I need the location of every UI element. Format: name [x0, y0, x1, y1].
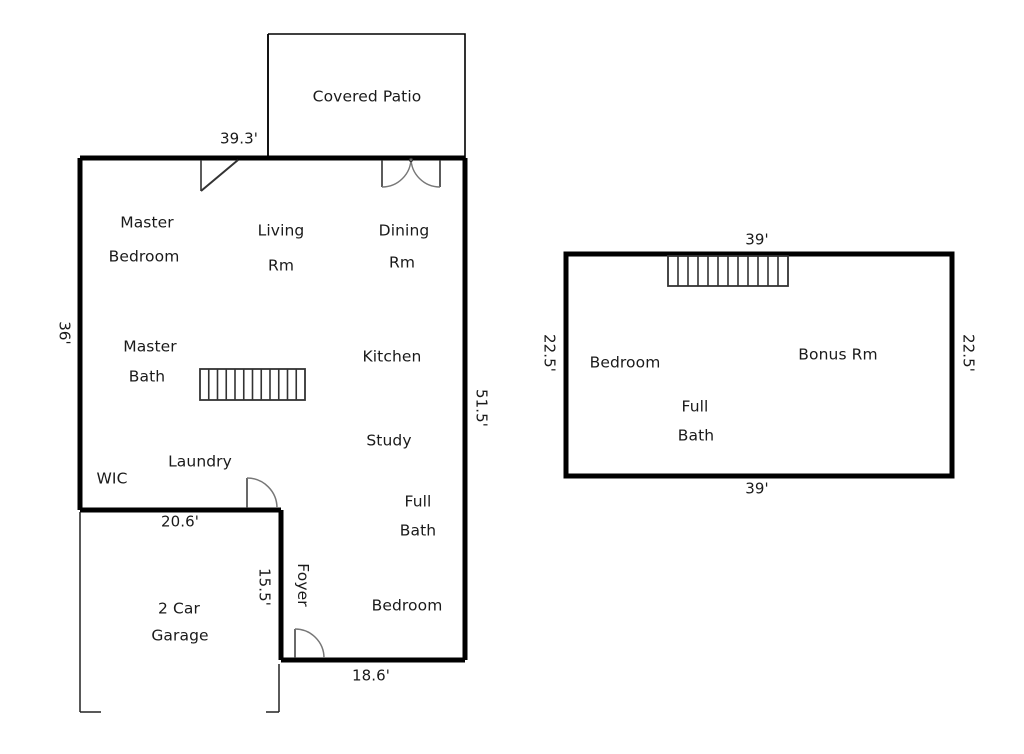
room-label-dining-rm-line1: Dining	[378, 221, 430, 240]
upper-room-label-full-bath-line1: Full	[681, 397, 709, 416]
upper-dimension-right: 22.5'	[959, 333, 978, 373]
room-label-kitchen: Kitchen	[362, 347, 422, 366]
room-label-master-bedroom-line2: Bedroom	[108, 247, 180, 266]
room-label-laundry: Laundry	[168, 452, 232, 471]
room-label-wic: WIC	[96, 469, 128, 488]
dimension-patio-offset: 39.3'	[219, 129, 259, 148]
dimension-right-wall: 51.5'	[472, 388, 491, 428]
main-house-walls	[77, 155, 468, 663]
patio-sliding-door-icon	[200, 159, 239, 192]
room-label-covered-patio: Covered Patio	[312, 87, 422, 106]
room-label-dining-rm-line2: Rm	[388, 253, 416, 272]
garage-outline	[79, 512, 280, 713]
room-label-master-bath-line2: Bath	[128, 367, 166, 386]
room-label-foyer: Foyer	[293, 563, 312, 607]
room-label-master-bath-line1: Master	[123, 337, 177, 356]
dining-french-double-door-icon	[381, 157, 441, 188]
upper-room-label-bedroom: Bedroom	[589, 353, 661, 372]
upper-room-label-bonus-rm: Bonus Rm	[798, 345, 878, 364]
upper-dimension-top: 39'	[745, 230, 769, 249]
room-label-living-rm-line2: Rm	[267, 256, 295, 275]
room-label-study: Study	[366, 431, 412, 450]
room-label-full-bath-line1: Full	[404, 492, 432, 511]
room-label-living-rm-line1: Living	[257, 221, 305, 240]
upper-floor-staircase-icon	[667, 255, 789, 287]
dimension-bottom-right: 18.6'	[351, 666, 391, 685]
dimension-left-wall: 36'	[55, 321, 74, 345]
room-label-bedroom: Bedroom	[371, 596, 443, 615]
upper-room-label-full-bath-line2: Bath	[677, 426, 715, 445]
room-label-garage-line2: Garage	[151, 626, 209, 645]
room-label-garage-line1: 2 Car	[158, 599, 200, 618]
dimension-garage-top: 20.6'	[160, 512, 200, 531]
room-label-full-bath-line2: Bath	[399, 521, 437, 540]
foyer-entry-door-icon	[294, 628, 325, 659]
upper-floor-walls	[563, 251, 955, 479]
upper-dimension-left: 22.5'	[540, 333, 559, 373]
upper-dimension-bottom: 39'	[745, 479, 769, 498]
room-label-master-bedroom-line1: Master	[120, 213, 174, 232]
dimension-garage-right: 15.5'	[255, 567, 274, 607]
laundry-swing-door-icon	[246, 477, 278, 509]
main-floor-staircase-icon	[199, 368, 306, 401]
